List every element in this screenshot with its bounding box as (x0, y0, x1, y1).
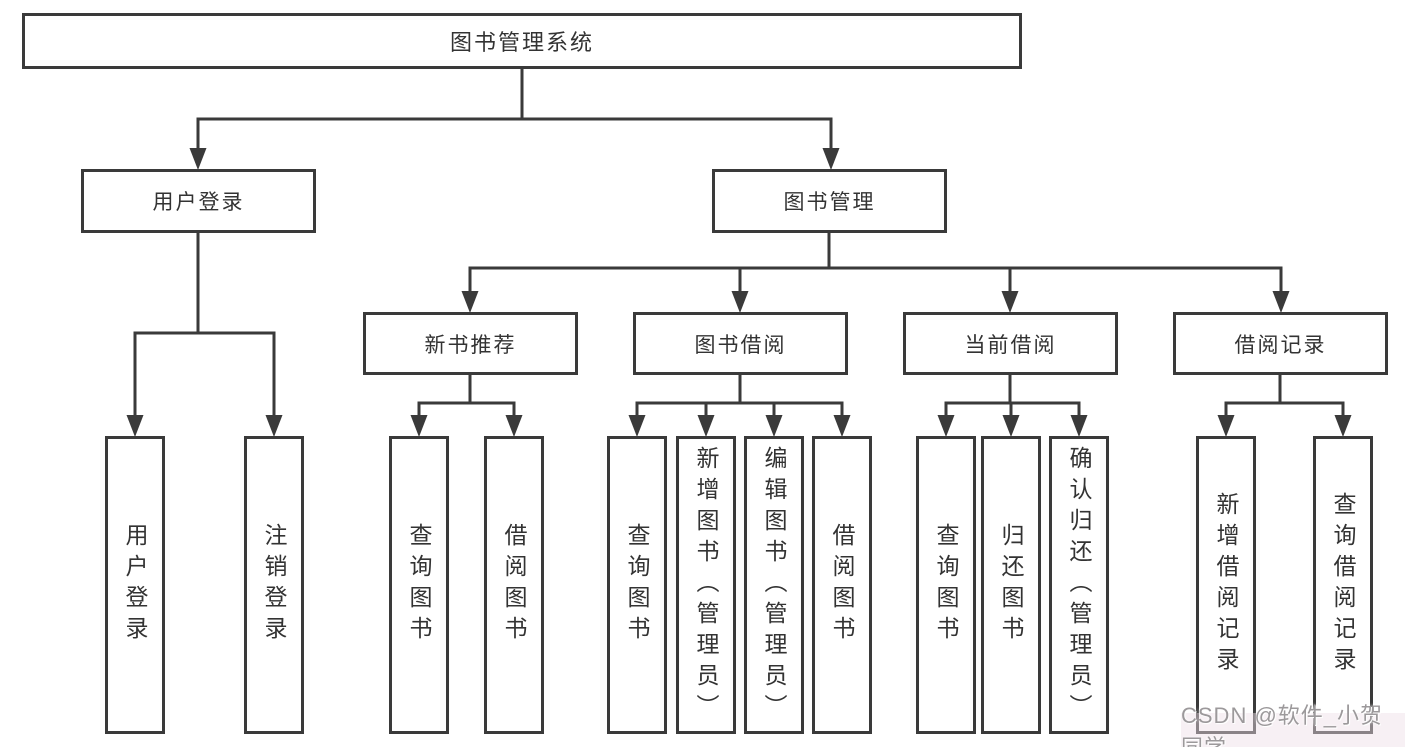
node-borrow-records: 借阅记录 (1173, 312, 1388, 375)
node-book-borrow: 图书借阅 (633, 312, 848, 375)
leaf-borrow-books: 借阅图书 (812, 436, 872, 734)
leaf-confirm-return-admin: 确认归还（管理员） (1049, 436, 1109, 734)
leaf-user-login: 用户登录 (105, 436, 165, 734)
node-book-management: 图书管理 (712, 169, 947, 233)
leaf-borrow-books-recommend: 借阅图书 (484, 436, 544, 734)
leaf-query-borrow-record: 查询借阅记录 (1313, 436, 1373, 734)
leaf-add-book-admin: 新增图书（管理员） (676, 436, 736, 734)
leaf-query-books-current: 查询图书 (916, 436, 976, 734)
leaf-query-books-borrow: 查询图书 (607, 436, 667, 734)
leaf-logout-login: 注销登录 (244, 436, 304, 734)
watermark-text: CSDN @软件_小贺同学 (1181, 703, 1384, 747)
node-user-login: 用户登录 (81, 169, 316, 233)
leaf-return-books: 归还图书 (981, 436, 1041, 734)
node-root: 图书管理系统 (22, 13, 1022, 69)
watermark-background: CSDN @软件_小贺同学 (1181, 703, 1405, 747)
leaf-edit-book-admin: 编辑图书（管理员） (744, 436, 804, 734)
node-current-borrow: 当前借阅 (903, 312, 1118, 375)
node-new-book-recommend: 新书推荐 (363, 312, 578, 375)
leaf-query-books-recommend: 查询图书 (389, 436, 449, 734)
leaf-add-borrow-record: 新增借阅记录 (1196, 436, 1256, 734)
